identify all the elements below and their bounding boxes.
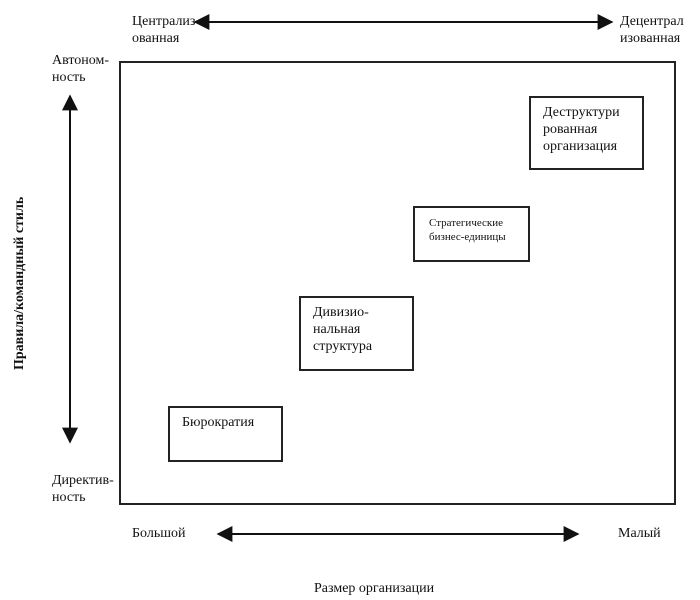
box-destructured-organization: Деструктури рованная организация [529, 96, 644, 170]
small-label: Малый [618, 526, 661, 541]
box-bureaucracy: Бюрократия [168, 406, 283, 462]
large-label: Большой [132, 526, 186, 541]
directiveness-label: Директив- ность [52, 473, 114, 505]
diagram-frame [119, 61, 676, 505]
horizontal-axis-title: Размер организации [314, 581, 435, 596]
vertical-axis-title: Правила/командный стиль [12, 196, 27, 370]
box-strategic-business-units: Стратегические бизнес-единицы [413, 206, 530, 262]
top-left-label: Централиз ованная [132, 14, 196, 46]
top-right-label: Децентрал изованная [620, 14, 684, 46]
box-divisional-structure: Дивизио- нальная структура [299, 296, 414, 371]
autonomy-label: Автоном- ность [52, 53, 110, 85]
